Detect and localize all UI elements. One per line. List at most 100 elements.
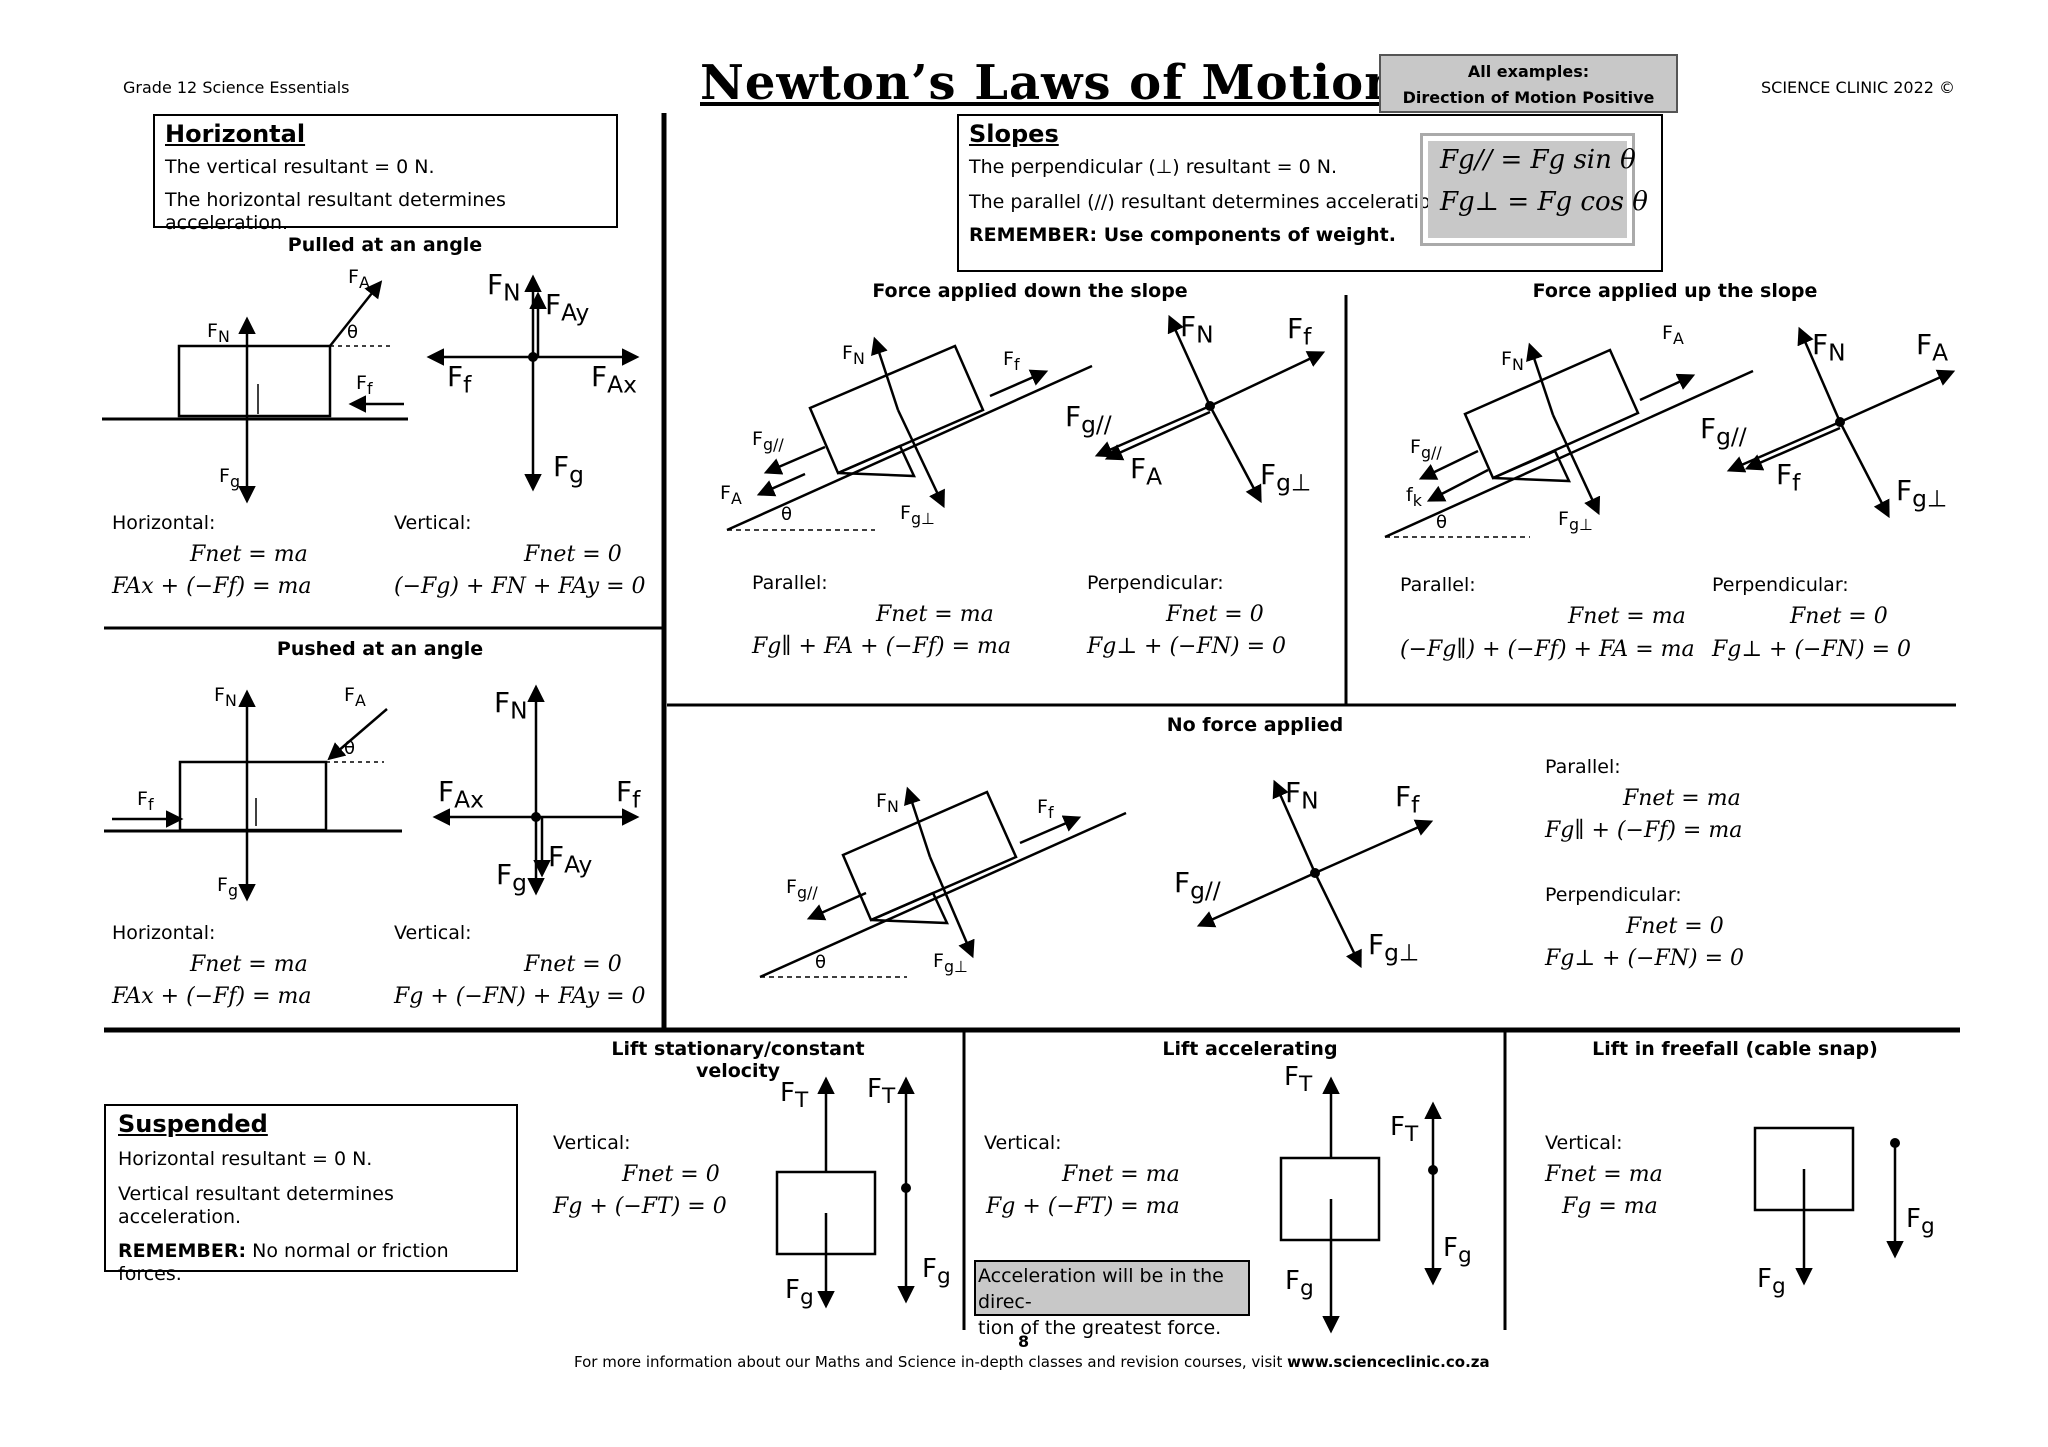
- lift-accel-v-label: Vertical:: [984, 1132, 1062, 1154]
- down-par-eq1: Fnet = ma: [876, 602, 994, 627]
- nf-perp-eq1: Fnet = 0: [1626, 914, 1724, 939]
- suspended-line3: REMEMBER: No normal or friction forces.: [118, 1240, 449, 1286]
- up-perp-eq1: Fnet = 0: [1790, 604, 1888, 629]
- lift-stationary-v-label: Vertical:: [553, 1132, 631, 1154]
- up-fbd-fgpar: Fg//: [1700, 412, 1747, 451]
- down-fbd-fn: FN: [1180, 310, 1214, 349]
- down-fgpar-label: Fg//: [752, 428, 784, 454]
- pulled-title: Pulled at an angle: [287, 234, 483, 256]
- nf-fgperp-label: Fg⊥: [933, 950, 968, 976]
- lift-accel-eq1: Fnet = ma: [1062, 1162, 1180, 1187]
- up-perp-label: Perpendicular:: [1712, 574, 1849, 596]
- pushed-fbd-fax: FAx: [438, 775, 484, 814]
- up-par-eq2: (−Fg∥) + (−Ff) + FA = ma: [1400, 637, 1695, 662]
- nf-theta: θ: [815, 952, 827, 973]
- lift-stationary-eq1: Fnet = 0: [622, 1162, 720, 1187]
- pushed-title: Pushed at an angle: [276, 638, 484, 660]
- examples-line2: Direction of Motion Positive: [1402, 88, 1655, 107]
- down-perp-label: Perpendicular:: [1087, 572, 1224, 594]
- lift-accel-fg-label: Fg: [1285, 1266, 1314, 1302]
- header-right-text: SCIENCE CLINIC 2022 ©: [1761, 78, 1956, 97]
- page-title: Newton’s Laws of Motion: [700, 55, 1401, 111]
- lift-stat-fg2-label: Fg: [922, 1254, 951, 1290]
- pushed-fg-label: Fg: [217, 874, 238, 900]
- horizontal-heading: Horizontal: [165, 120, 306, 148]
- lift-accel-eq2: Fg + (−FT) = ma: [986, 1194, 1180, 1219]
- nf-perp-eq2: Fg⊥ + (−FN) = 0: [1545, 946, 1744, 971]
- horizontal-line2: The horizontal resultant determines acce…: [165, 188, 506, 234]
- slopes-line2: The parallel (//) resultant determines a…: [969, 190, 1449, 213]
- pulled-fa-label: FA: [348, 266, 370, 292]
- pushed-theta: θ: [344, 738, 356, 759]
- pulled-h-eq1: Fnet = ma: [190, 542, 308, 567]
- page-number: 8: [1018, 1332, 1030, 1351]
- suspended-line1: Horizontal resultant = 0 N.: [118, 1148, 373, 1170]
- up-fk-label: fk: [1406, 484, 1422, 510]
- up-fbd-fa: FA: [1916, 328, 1949, 367]
- down-par-eq2: Fg∥ + FA + (−Ff) = ma: [752, 634, 1011, 659]
- lift-freefall-eq1: Fnet = ma: [1545, 1162, 1663, 1187]
- lift-freefall-title: Lift in freefall (cable snap): [1592, 1038, 1878, 1060]
- nf-perp-label: Perpendicular:: [1545, 884, 1682, 906]
- up-perp-eq2: Fg⊥ + (−FN) = 0: [1712, 637, 1911, 662]
- lift-stat-ft-label: FT: [780, 1078, 809, 1114]
- slopes-line1: The perpendicular (⊥) resultant = 0 N.: [969, 156, 1338, 178]
- footer-link[interactable]: www.scienceclinic.co.za: [1287, 1353, 1490, 1371]
- up-fgperp-label: Fg⊥: [1558, 508, 1593, 534]
- formula-parallel: Fg// = Fg sin θ: [1440, 145, 1636, 175]
- formula-perpendicular: Fg⊥ = Fg cos θ: [1440, 187, 1648, 217]
- pulled-fbd-fg: Fg: [553, 450, 584, 489]
- down-fa-label: FA: [720, 482, 742, 508]
- footer-text: For more information about our Maths and…: [574, 1353, 1490, 1371]
- down-slope-diagram: [726, 314, 1326, 532]
- down-perp-eq1: Fnet = 0: [1166, 602, 1264, 627]
- lift-accel-fg2-label: Fg: [1443, 1233, 1472, 1269]
- pulled-fbd-ff: Ff: [447, 360, 472, 399]
- down-par-label: Parallel:: [752, 572, 828, 594]
- pulled-h-eq2: FAx + (−Ff) = ma: [112, 574, 312, 599]
- up-fn-label: FN: [1501, 348, 1524, 374]
- nf-fbd-ff: Ff: [1395, 780, 1420, 819]
- up-fgpar-label: Fg//: [1410, 436, 1442, 462]
- up-theta: θ: [1436, 512, 1448, 533]
- slopes-heading: Slopes: [969, 120, 1059, 148]
- component-formula-frame: Fg// = Fg sin θ Fg⊥ = Fg cos θ: [1420, 133, 1648, 246]
- pushed-v-eq2: Fg + (−FN) + FAy = 0: [394, 984, 646, 1009]
- no-force-diagram: [759, 779, 1434, 979]
- down-fbd-fgperp: Fg⊥: [1260, 458, 1312, 497]
- pushed-fbd-ff: Ff: [616, 775, 641, 814]
- nf-par-eq2: Fg∥ + (−Ff) = ma: [1545, 818, 1743, 843]
- pulled-fg-label: Fg: [219, 465, 240, 491]
- lift-freefall-eq2: Fg = ma: [1562, 1194, 1658, 1219]
- pulled-fbd-fn: FN: [487, 268, 521, 307]
- pushed-fbd-fay: FAy: [548, 840, 593, 879]
- lift-accel-diagram: [1279, 1076, 1442, 1334]
- pushed-ff-label: Ff: [137, 788, 154, 814]
- pulled-theta: θ: [347, 322, 359, 343]
- no-force-title: No force applied: [1166, 714, 1344, 736]
- nf-par-label: Parallel:: [1545, 756, 1621, 778]
- acceleration-note-line2: tion of the greatest force.: [978, 1317, 1222, 1339]
- down-theta: θ: [781, 504, 793, 525]
- down-fbd-fa: FA: [1130, 452, 1163, 491]
- pulled-fbd-fay: FAy: [545, 288, 590, 327]
- lift-freefall-v-label: Vertical:: [1545, 1132, 1623, 1154]
- up-fbd-fgperp: Fg⊥: [1896, 474, 1948, 513]
- suspended-info-box: Suspended Horizontal resultant = 0 N. Ve…: [104, 1104, 518, 1285]
- pulled-ff-label: Ff: [356, 372, 373, 398]
- up-fbd-ff: Ff: [1776, 458, 1801, 497]
- horizontal-info-box: Horizontal The vertical resultant = 0 N.…: [153, 114, 618, 234]
- nf-fgpar-label: Fg//: [786, 876, 818, 902]
- down-fgperp-label: Fg⊥: [900, 502, 935, 528]
- pulled-fn-label: FN: [207, 320, 230, 346]
- up-fbd-fn: FN: [1812, 328, 1846, 367]
- down-fn-label: FN: [842, 342, 865, 368]
- lift-accel-ft2-label: FT: [1390, 1112, 1419, 1148]
- examples-line1: All examples:: [1467, 62, 1590, 81]
- pushed-diagram: [104, 684, 640, 902]
- pushed-fn-label: FN: [214, 684, 237, 710]
- pushed-fa-label: FA: [344, 684, 366, 710]
- footer-text-body: For more information about our Maths and…: [574, 1353, 1288, 1371]
- up-fa-label: FA: [1662, 322, 1684, 348]
